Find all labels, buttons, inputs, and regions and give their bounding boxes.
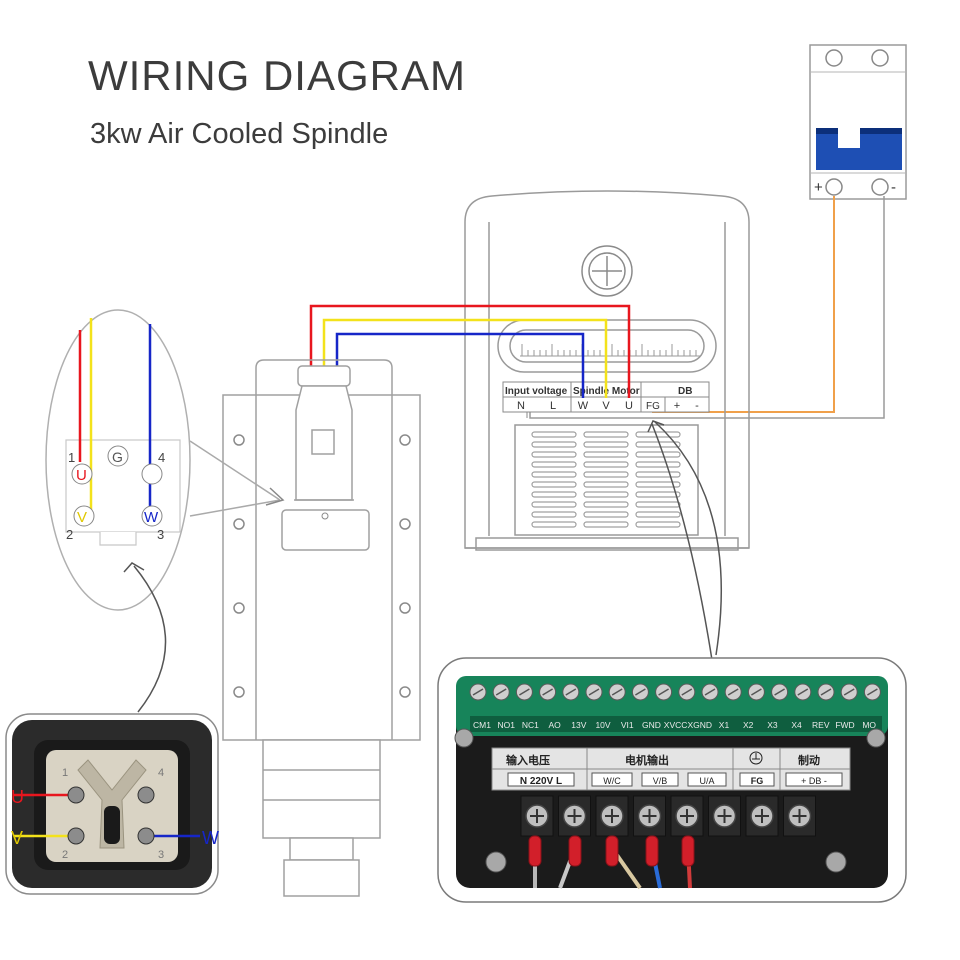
connector-label-w: W — [202, 828, 219, 848]
spindle-body — [222, 359, 421, 897]
terminal-top-label: X3 — [767, 720, 778, 730]
terminal-top-label: NO1 — [497, 720, 515, 730]
vfd-terminal-n: N — [517, 400, 525, 412]
mount-screw-icon — [825, 851, 847, 873]
connector-photo: 1 4 2 3 U V W — [5, 713, 219, 895]
terminal-top-label: NC1 — [522, 720, 539, 730]
label-vb: V/B — [653, 776, 668, 786]
vfd-vent-slots — [531, 431, 681, 528]
vfd-terminal-fg: FG — [646, 401, 660, 412]
connector-label-u: U — [11, 787, 24, 807]
terminal-top-label: MO — [862, 720, 876, 730]
wire-v-yellow — [322, 318, 608, 398]
vfd-terminal-u: U — [625, 400, 633, 412]
plug-number-3: 3 — [157, 527, 164, 542]
vfd-group-db: DB — [678, 386, 692, 397]
terminal-top-label: 13V — [571, 720, 586, 730]
terminal-top-label: FWD — [835, 720, 854, 730]
vfd-terminal-db-minus: - — [695, 400, 699, 412]
breaker-screw-icon — [871, 49, 889, 67]
crimp-terminals — [528, 835, 695, 867]
vfd-knob-icon — [581, 245, 633, 297]
arrow-terminal-to-vfd — [654, 421, 723, 656]
arrow-icon — [647, 420, 665, 433]
terminal-top-label: XGND — [688, 720, 713, 730]
vfd-terminal-l: L — [550, 400, 556, 412]
breaker-terminal-plus — [825, 178, 843, 196]
label-n220: N 220V L — [520, 776, 562, 787]
cn-motor-output: 电机输出 — [625, 753, 669, 767]
cn-input-voltage: 输入电压 — [506, 753, 550, 767]
plug-number-2: 2 — [66, 527, 73, 542]
vfd-terminal-w: W — [578, 400, 589, 412]
terminal-top-label: REV — [812, 720, 830, 730]
circuit-breaker: + - — [809, 44, 907, 200]
breaker-plus-label: + — [814, 179, 823, 196]
plug-number-1: 1 — [68, 450, 75, 465]
arrow-connector-to-plug — [133, 565, 167, 713]
plug-label-ground: G — [112, 449, 123, 465]
terminal-top-label: X4 — [791, 720, 802, 730]
vfd-group-input: Input voltage — [505, 386, 568, 397]
connector-label-v: V — [11, 828, 23, 848]
label-fg: FG — [751, 776, 764, 786]
wire-u-red — [309, 304, 631, 398]
label-wc: W/C — [603, 776, 621, 786]
connector-number-1: 1 — [62, 767, 68, 779]
ground-icon — [749, 751, 763, 765]
cn-brake: 制动 — [798, 753, 820, 767]
spindle-screw-icon — [321, 512, 329, 520]
breaker-switch-icon — [816, 132, 902, 170]
plug-number-4: 4 — [158, 450, 165, 465]
plug-pin-ground — [107, 445, 129, 467]
plug-pin-u — [71, 463, 93, 485]
terminal-top-label: XVCC — [664, 720, 688, 730]
breaker-minus-label: - — [891, 179, 896, 196]
terminal-top-label: GND — [642, 720, 661, 730]
page-title: WIRING DIAGRAM — [88, 52, 466, 99]
plug-label-v: V — [77, 509, 87, 526]
connector-pin-2 — [67, 827, 85, 845]
terminal-top-label: X1 — [719, 720, 730, 730]
mount-screw-icon — [866, 728, 886, 748]
terminal-power-screws — [520, 795, 816, 837]
arrow-icon — [265, 487, 285, 506]
mount-screw-icon — [454, 728, 474, 748]
plug-pin-v — [73, 505, 95, 527]
connector-pin-1 — [67, 786, 85, 804]
mount-screw-icon — [485, 851, 507, 873]
connector-number-4: 4 — [158, 767, 164, 779]
spindle-mount-holes — [233, 434, 411, 698]
arrow-icon — [123, 562, 145, 573]
vfd-terminal-db-plus: + — [674, 400, 680, 412]
plug-pin-w — [141, 505, 163, 527]
vfd-terminal-v: V — [602, 400, 610, 412]
breaker-screw-icon — [825, 49, 843, 67]
terminal-top-label: X2 — [743, 720, 754, 730]
terminal-top-screws — [469, 683, 881, 701]
label-db: + DB - — [801, 776, 827, 786]
plug-label-u: U — [76, 467, 87, 484]
label-ua: U/A — [699, 776, 714, 786]
vfd-display-ticks — [520, 344, 700, 357]
breaker-wire-orange — [652, 196, 835, 413]
connector-number-3: 3 — [158, 849, 164, 861]
terminal-top-label: CM1 — [473, 720, 491, 730]
terminal-top-label: VI1 — [621, 720, 634, 730]
terminal-top-label: AO — [548, 720, 561, 730]
plug-pin-4 — [141, 463, 163, 485]
plug-magnifier: U G V W 1 4 2 3 — [45, 309, 285, 611]
connector-number-2: 2 — [62, 849, 68, 861]
page-subtitle: 3kw Air Cooled Spindle — [90, 118, 389, 150]
terminal-top-label: 10V — [595, 720, 610, 730]
connector-pin-4 — [137, 786, 155, 804]
connector-pin-3 — [137, 827, 155, 845]
wire-w-blue — [335, 332, 585, 398]
breaker-terminal-minus — [871, 178, 889, 196]
plug-label-w: W — [144, 509, 159, 526]
